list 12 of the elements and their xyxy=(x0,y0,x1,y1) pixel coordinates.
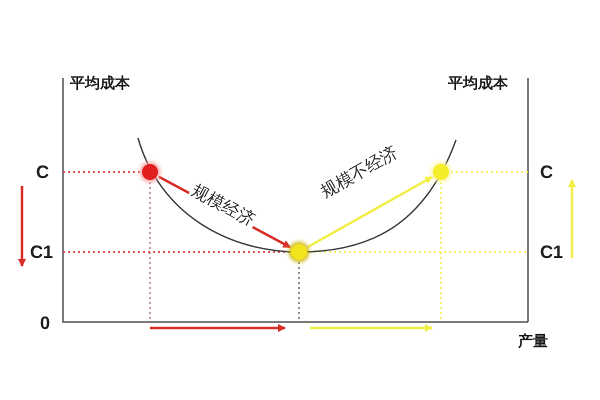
axis-tick-label: C xyxy=(36,163,49,181)
data-point xyxy=(291,244,307,260)
axis-tick-label: C1 xyxy=(540,243,564,261)
axis-tick-label: C1 xyxy=(30,243,54,261)
axis-tick-label: C xyxy=(540,163,553,181)
axis-title: 产量 xyxy=(518,334,548,349)
data-point xyxy=(142,164,158,180)
axis-title: 平均成本 xyxy=(70,76,130,91)
arrow xyxy=(307,176,434,248)
axis-tick-label: 0 xyxy=(40,314,50,332)
data-point xyxy=(433,164,449,180)
axis-title: 平均成本 xyxy=(448,76,508,91)
